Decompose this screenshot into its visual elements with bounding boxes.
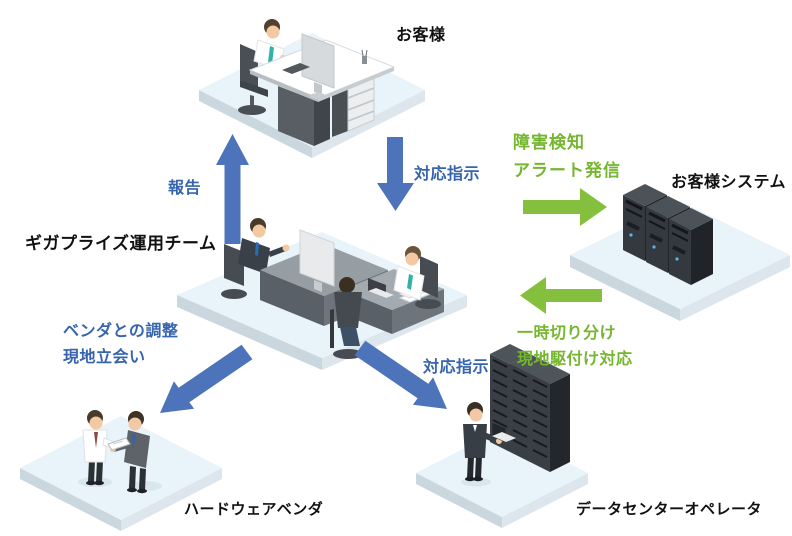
arrow-downright-dc	[354, 340, 447, 409]
person-shirt-right	[393, 246, 425, 301]
instruction-flow-label: 対応指示	[414, 164, 481, 183]
arrow-downleft-vendor	[160, 344, 253, 413]
operator-person	[463, 402, 502, 482]
laptop	[368, 278, 394, 298]
arrow-left-triage	[520, 277, 602, 314]
dc-operator-illustration	[416, 344, 588, 528]
server-rack	[530, 364, 570, 472]
document	[107, 437, 131, 451]
customer-illustration	[199, 19, 425, 158]
triage-line1: 一時切り分け	[517, 323, 617, 342]
keyboard	[282, 63, 310, 74]
office-chair	[238, 44, 268, 115]
office-chair	[221, 244, 247, 299]
hardware-vendor-label: ハードウェアベンダ	[184, 500, 324, 518]
fault-detection-line2: アラート発信	[513, 161, 621, 181]
dc-instruction-flow-label: 対応指示	[423, 357, 490, 376]
fault-detection-line1: 障害検知	[513, 133, 585, 153]
triage-line2: 現地駆付け対応	[517, 349, 633, 368]
pen-cup	[361, 49, 368, 64]
triage-flow-label: 一時切り分け 現地駆付け対応	[517, 320, 633, 372]
ops-team-label: ギガプライズ運用チーム	[25, 234, 217, 254]
arrow-up-report	[216, 134, 249, 244]
laptop	[491, 421, 516, 443]
person-back-center	[330, 277, 363, 359]
report-flow-label: 報告	[168, 178, 202, 197]
dc-operator-label: データセンターオペレータ	[576, 500, 763, 518]
server-tower	[669, 208, 713, 285]
vendor-person-shirt	[82, 410, 122, 486]
office-chair	[415, 256, 441, 309]
monitor	[301, 33, 335, 99]
customer-label: お客様	[396, 25, 446, 44]
fault-detection-flow-label: 障害検知 アラート発信	[513, 129, 621, 185]
vendor-coordination-line2: 現地立会い	[63, 347, 146, 366]
monitor	[299, 229, 335, 292]
arrow-right-alert	[523, 188, 607, 226]
vendor-coordination-line1: ベンダとの調整	[63, 321, 179, 340]
platform	[20, 416, 222, 531]
hardware-vendor-illustration	[20, 410, 222, 531]
arrow-down-instruction	[377, 137, 414, 211]
person-suit-left	[238, 218, 290, 274]
desk	[248, 39, 396, 146]
customer-system-label: お客様システム	[671, 172, 787, 191]
customer-system-illustration	[570, 184, 790, 321]
vendor-coordination-flow-label: ベンダとの調整 現地立会い	[63, 318, 178, 370]
